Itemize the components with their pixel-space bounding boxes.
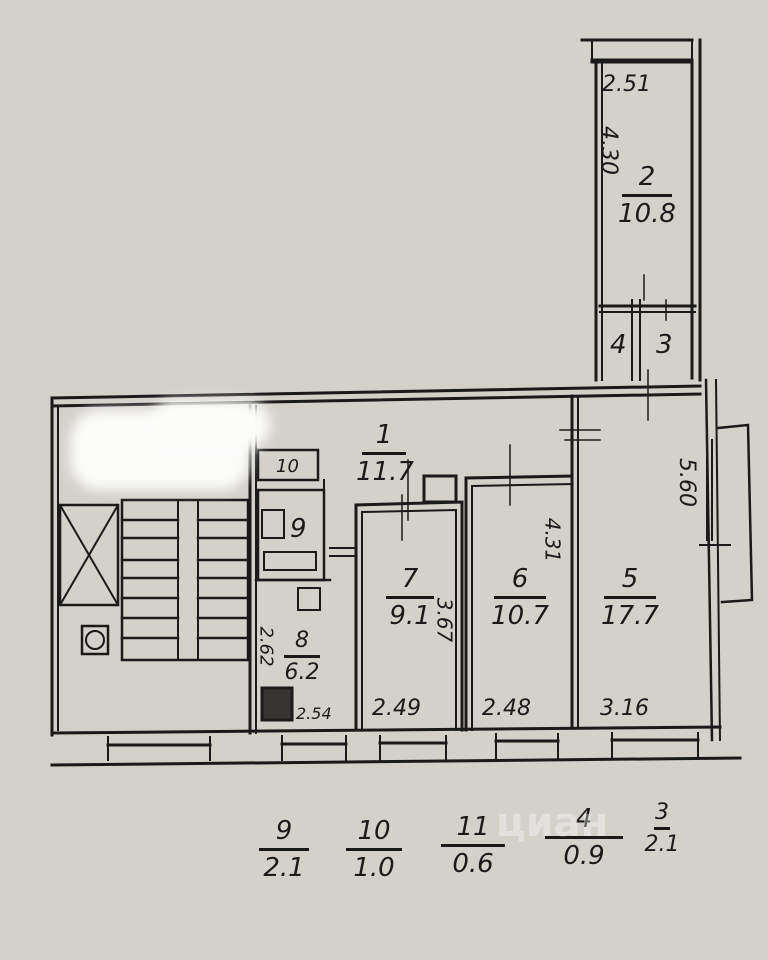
room-number: 5 — [621, 564, 639, 594]
legend-item-11: 11 0.6 — [440, 812, 506, 879]
room-2-label: 2 10.8 — [612, 162, 682, 229]
room-6-length: 4.31 — [540, 517, 565, 563]
watermark: циан — [496, 800, 609, 846]
room-5-width: 3.16 — [600, 696, 649, 721]
windows — [106, 732, 700, 761]
stove — [260, 686, 294, 722]
stairwell — [58, 404, 257, 735]
room-number: 6 — [511, 564, 529, 594]
room-area: 11.7 — [356, 457, 414, 487]
room-3-label: 3 — [656, 330, 673, 360]
room-8-width: 2.54 — [296, 704, 332, 723]
room-number: 8 — [295, 628, 309, 653]
room-area: 10.8 — [618, 199, 676, 229]
bathroom-block — [254, 448, 332, 611]
room-area: 10.7 — [491, 601, 549, 631]
room-area: 17.7 — [601, 601, 659, 631]
tower-walls — [580, 38, 702, 382]
room-number: 1 — [375, 420, 393, 450]
room-4-label: 4 — [610, 330, 627, 360]
room-8-length: 2.62 — [255, 626, 277, 667]
redacted-area-2 — [150, 400, 270, 450]
room-area: 9.1 — [389, 601, 431, 631]
room-6-width: 2.48 — [482, 696, 531, 721]
room-5-length: 5.60 — [673, 458, 699, 507]
room-area: 6.2 — [284, 660, 320, 685]
room-6-label: 6 10.7 — [486, 564, 554, 631]
room-number: 7 — [401, 564, 419, 594]
room-5-label: 5 17.7 — [596, 564, 664, 631]
room-2-length: 4.30 — [595, 126, 621, 175]
legend-item-10: 10 1.0 — [344, 816, 404, 883]
room-7-width: 2.49 — [372, 696, 421, 721]
room-7-label: 7 9.1 — [382, 564, 438, 631]
door-ticks — [401, 369, 649, 541]
room-7-length: 3.67 — [432, 597, 457, 643]
room-10-label: 10 — [276, 456, 299, 477]
legend-item-3: 3 2.1 — [644, 800, 680, 857]
room-8-label: 8 6.2 — [280, 628, 324, 685]
room-1-label: 1 11.7 — [356, 420, 414, 487]
legend-item-9: 9 2.1 — [254, 816, 314, 883]
room-2-width: 2.51 — [602, 72, 651, 97]
room-9-label: 9 — [290, 514, 307, 544]
partition-walls — [329, 394, 579, 732]
room-number: 2 — [638, 162, 656, 192]
legend-item-4: 4 0.9 — [544, 804, 624, 871]
